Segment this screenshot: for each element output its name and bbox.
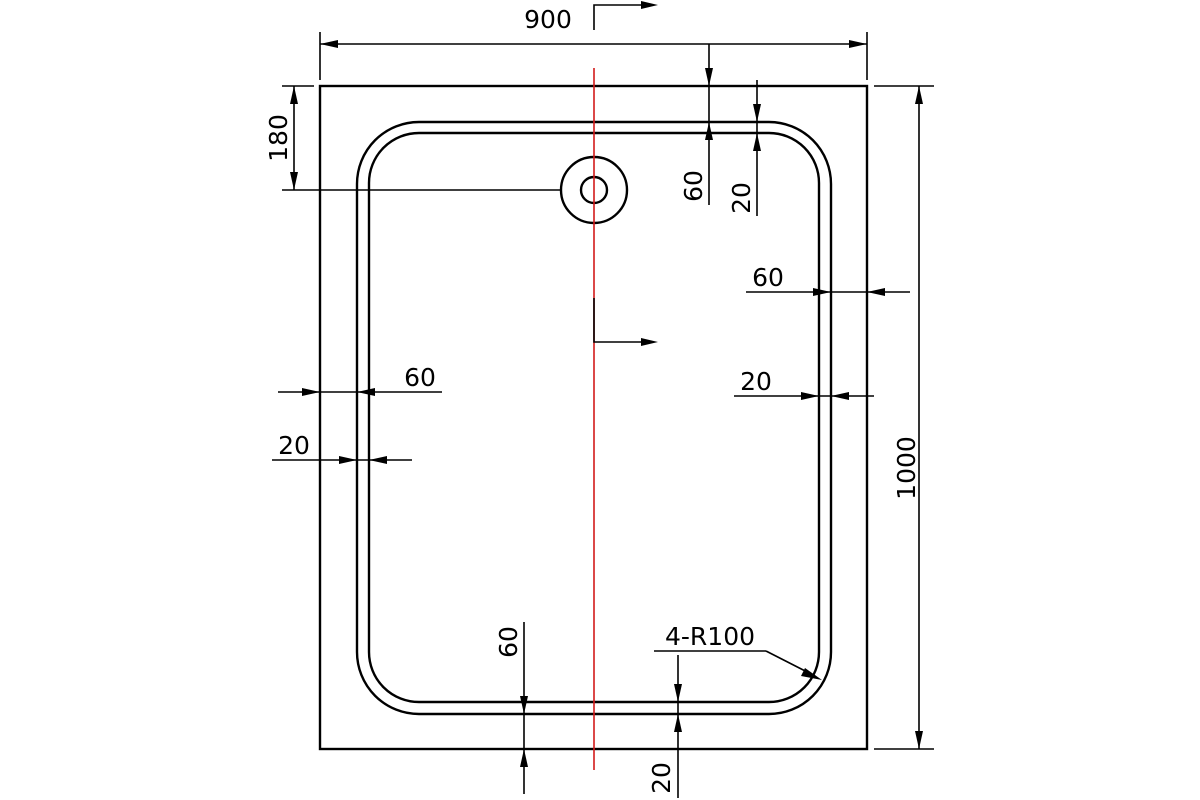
section-marker-middle bbox=[593, 298, 658, 346]
dimension-label-overall-length: 1000 bbox=[892, 436, 921, 500]
dimension-lip-top bbox=[753, 80, 761, 216]
dimension-drain-offset bbox=[282, 85, 562, 191]
dimension-label-rim-bottom: 60 bbox=[494, 626, 523, 658]
dimension-overall-width bbox=[319, 32, 868, 80]
dimension-label-drain-offset: 180 bbox=[264, 114, 293, 162]
dimension-label-lip-bottom: 20 bbox=[647, 762, 676, 794]
dimension-rim-bottom bbox=[520, 622, 528, 794]
corner-radius-leader bbox=[654, 650, 822, 680]
dimension-label-lip-top: 20 bbox=[727, 182, 756, 214]
dimension-lip-left bbox=[272, 456, 412, 464]
dimension-label-lip-right: 20 bbox=[740, 367, 772, 396]
dimension-label-rim-top: 60 bbox=[679, 170, 708, 202]
dimension-lip-right bbox=[734, 392, 874, 400]
dimension-rim-top bbox=[705, 44, 713, 205]
dimension-overall-length bbox=[874, 85, 934, 750]
dimension-label-rim-right: 60 bbox=[752, 263, 784, 292]
section-marker-top bbox=[593, 1, 658, 30]
dimension-label-overall-width: 900 bbox=[524, 5, 572, 34]
dimension-label-rim-left: 60 bbox=[404, 363, 436, 392]
dimension-label-lip-left: 20 bbox=[278, 431, 310, 460]
dimension-rim-left bbox=[278, 388, 442, 396]
dimension-rim-right bbox=[746, 288, 910, 296]
dimension-lip-bottom bbox=[674, 655, 682, 798]
corner-radius-label: 4-R100 bbox=[665, 622, 755, 651]
